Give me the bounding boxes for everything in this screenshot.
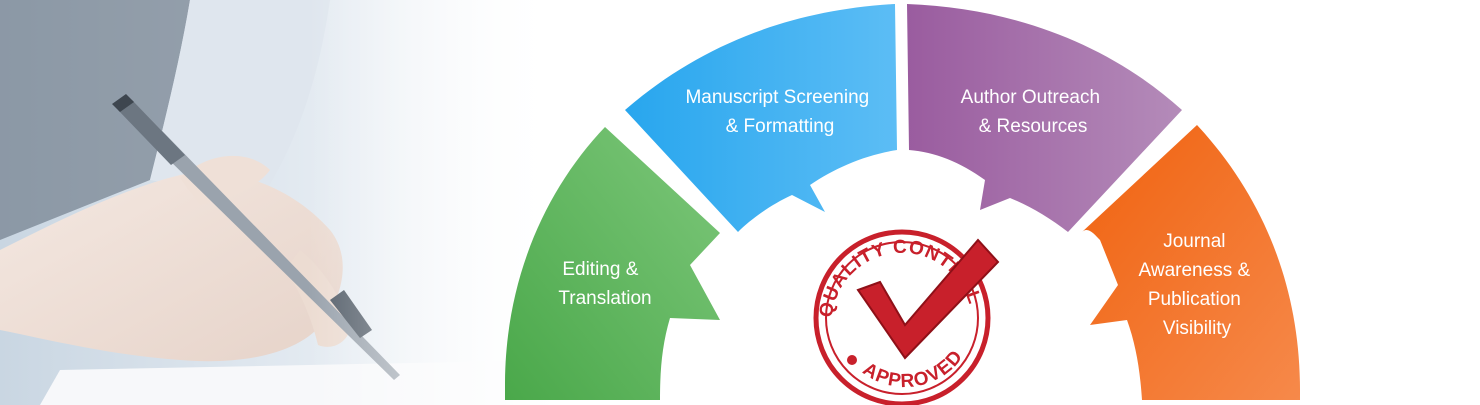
hand-writing-photo (0, 0, 560, 405)
checkmark-icon (856, 238, 1000, 360)
segment-editing-translation (505, 127, 720, 400)
segment-editing-label: Editing & Translation (558, 259, 651, 309)
segment-author-outreach (907, 4, 1182, 232)
segment-outreach-label: Author Outreach & Resources (961, 87, 1106, 137)
stamp-dot (847, 355, 857, 365)
segment-journal-awareness (1082, 125, 1300, 400)
segment-manuscript-label: Manuscript Screening & Formatting (685, 87, 874, 137)
quality-control-stamp: QUALITY CONTROL APPROVED (813, 229, 1000, 405)
segment-manuscript-screening (625, 4, 897, 232)
segment-journal-label: Journal Awareness & Publication Visibili… (1139, 231, 1256, 339)
